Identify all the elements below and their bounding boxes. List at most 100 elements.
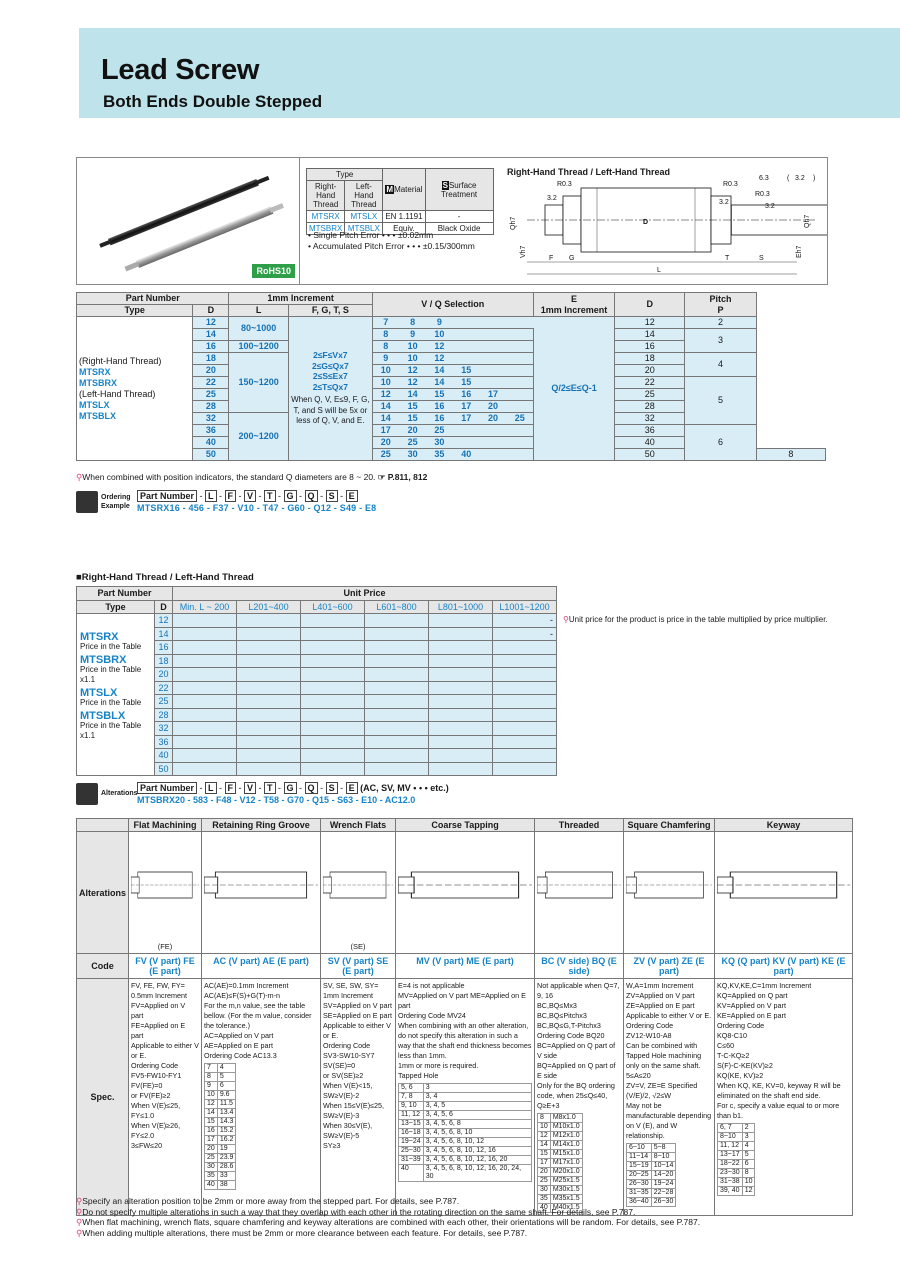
spec-line: Not applicable when Q=7, 9, 16	[537, 981, 620, 1000]
spec-subcell: 6	[741, 1159, 756, 1169]
spec-line: ZV=Applied on V part	[626, 991, 695, 1000]
order-field: S	[325, 490, 338, 502]
pitch-cell: 4	[684, 352, 757, 377]
th-part-number: Part Number	[75, 292, 230, 305]
spec-line: AC(AE)=0.1mm Increment	[204, 981, 289, 990]
price-cell	[364, 748, 429, 763]
price-cell	[428, 721, 493, 736]
alt-fig-label: (SE)	[350, 942, 366, 951]
vq-value	[452, 328, 481, 341]
price-cell	[364, 626, 429, 641]
alt-figure	[201, 831, 322, 954]
price-cell	[172, 734, 237, 749]
vq-value	[452, 436, 481, 449]
spec-subcell: 15.2	[216, 1126, 237, 1136]
spec-row-label: Spec.	[75, 978, 130, 1216]
spec-subcell: M40x1.5	[549, 1203, 583, 1213]
d2-cell: 14	[614, 328, 686, 341]
price-cell	[492, 721, 557, 736]
spec-subcell: M8x1.0	[549, 1113, 583, 1123]
spec-subcell: 18~22	[717, 1159, 743, 1169]
price-d: 28	[154, 707, 173, 722]
vq-value: 8	[371, 328, 400, 341]
vq-value: 16	[425, 412, 454, 425]
spec-line: ZE=Applied on E part	[626, 1001, 695, 1010]
alt-col-title: Keyway	[714, 818, 854, 832]
vq-value: 10	[398, 352, 427, 365]
spec-line: 1mm or more is required.	[398, 1061, 479, 1070]
price-cell	[172, 694, 237, 709]
spec-subcell: M25x1.5	[549, 1176, 583, 1186]
spec-line: When V(E)<15, SW≥V(E)-2	[323, 1081, 373, 1100]
material-2: Equiv.	[382, 222, 426, 235]
spec-subcell: 16~18	[398, 1128, 424, 1138]
page-header: Lead Screw Both Ends Double Stepped	[76, 28, 900, 118]
price-cell	[172, 667, 237, 682]
alt-col-title: Retaining Ring Groove	[201, 818, 322, 832]
svg-text:S: S	[759, 255, 764, 262]
vq-value: 14	[425, 364, 454, 377]
vq-value: 14	[398, 388, 427, 401]
alt-code: KQ (Q part) KV (V part) KE (E part)	[714, 953, 854, 979]
price-d: 36	[154, 734, 173, 749]
footnote-1: ⚲Specify an alteration position to be 2m…	[76, 1196, 460, 1206]
price-cell	[492, 707, 557, 722]
price-row: 22	[77, 680, 557, 695]
vq-value: 20	[479, 412, 507, 425]
price-cell	[172, 680, 237, 695]
spec-subcell: 8	[741, 1168, 756, 1178]
spec-line: AC=Applied on V part	[204, 1031, 274, 1040]
th-type: Type	[75, 304, 194, 317]
price-cell: -	[492, 626, 557, 641]
d-cell: 36	[192, 424, 230, 437]
spec-subcell: 26~30	[626, 1179, 652, 1189]
spec-subcell: 17	[537, 1158, 551, 1168]
vq-value	[479, 364, 507, 377]
svg-text:6.3: 6.3	[759, 175, 769, 182]
spec-subcell: 12	[741, 1186, 756, 1196]
spec-subcell: 3, 4, 5	[422, 1101, 533, 1111]
price-cell: -	[492, 613, 557, 628]
price-cell	[428, 761, 493, 776]
d-cell: 40	[192, 436, 230, 449]
code-row-label: Code	[75, 953, 130, 979]
spec-subcell: 10	[537, 1122, 551, 1132]
svg-text:R0.3: R0.3	[755, 191, 770, 198]
spec-subcell: 6, 7	[717, 1123, 743, 1133]
vq-value	[505, 328, 534, 341]
type-entry: MTSBRX	[79, 377, 117, 388]
spec-line: BC,BQ≤Mx3	[537, 1001, 577, 1010]
surface-header: SSurface Treatment	[424, 168, 494, 211]
spec-subcell: 5	[216, 1072, 237, 1082]
spec-subcell: M17x1.0	[549, 1158, 583, 1168]
spec-subcell: 31~38	[717, 1177, 743, 1187]
spec-subcell: 3, 4, 5, 6	[422, 1110, 533, 1120]
alteration-diagram	[625, 871, 713, 899]
spec-subcell: 4	[216, 1063, 237, 1073]
spec-subcell: 6~10	[626, 1143, 652, 1153]
vq-value	[479, 352, 507, 365]
price-cell	[236, 667, 301, 682]
price-cell	[300, 721, 365, 736]
vq-value	[505, 436, 534, 449]
spec-subcell: 16.2	[216, 1135, 237, 1145]
spec-line: C≤60	[717, 1041, 735, 1050]
spec-subcell: 20~25	[626, 1170, 652, 1180]
alt-col-title: Threaded	[534, 818, 625, 832]
vq-value	[452, 424, 481, 437]
spec-line: FV, FE, FW, FY=	[131, 981, 185, 990]
spec-subcell: 8~10	[650, 1152, 677, 1162]
